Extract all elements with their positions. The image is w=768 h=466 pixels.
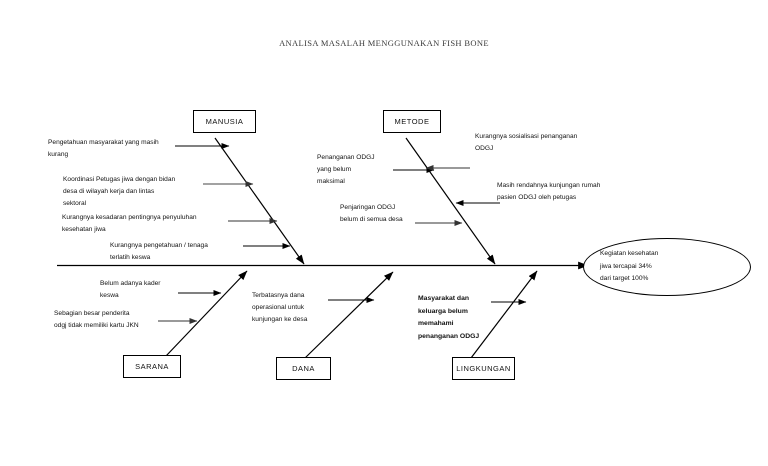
category-box-dana[interactable]: DANA (276, 357, 331, 380)
category-box-lingkungan[interactable]: LINGKUNGAN (452, 357, 515, 380)
cause-manusia-1: Pengetahuan masyarakat yang masih kurang (48, 139, 159, 159)
bone-lingkungan (470, 270, 538, 359)
cause-manusia-2: Koordinasi Petugas jiwa dengan bidan des… (63, 176, 176, 208)
category-label-metode: METODE (394, 117, 430, 126)
cause-sarana-1: Belum adanya kader keswa (100, 280, 161, 300)
page-title: ANALISA MASALAH MENGGUNAKAN FISH BONE (279, 38, 489, 48)
cause-lingkungan-1: Masyarakat dan keluarga belum memahami p… (418, 295, 480, 340)
category-label-lingkungan: LINGKUNGAN (456, 364, 511, 373)
bone-metode (405, 137, 496, 265)
cause-sarana-2: Sebagian besar penderita odgj tidak memi… (54, 310, 139, 330)
effect-ellipse (583, 238, 751, 296)
cause-metode-1: Penanganan ODGJ yang belum maksimal (317, 154, 375, 186)
cause-metode-2: Penjaringan ODGJ belum di semua desa (340, 204, 403, 224)
bone-dana (304, 271, 394, 359)
cause-manusia-3: Kurangnya kesadaran pentingnya penyuluha… (62, 214, 197, 234)
category-label-dana: DANA (292, 364, 315, 373)
category-box-manusia[interactable]: MANUSIA (193, 110, 256, 133)
cause-metode-4: Masih rendahnya kunjungan rumah pasien O… (497, 182, 601, 202)
category-box-sarana[interactable]: SARANA (123, 355, 181, 378)
cause-dana-1: Terbatasnya dana operasional untuk kunju… (252, 292, 308, 324)
bone-sarana (165, 270, 248, 357)
category-box-metode[interactable]: METODE (383, 110, 441, 133)
category-label-sarana: SARANA (135, 362, 169, 371)
category-label-manusia: MANUSIA (205, 117, 244, 126)
effect-text: Kegiatan kesehatan jiwa tercapai 34% dar… (600, 250, 659, 283)
cause-manusia-4: Kurangnya pengetahuan / tenaga terlatih … (110, 242, 208, 262)
cause-metode-3: Kurangnya sosialisasi penanganan ODGJ (475, 133, 578, 153)
